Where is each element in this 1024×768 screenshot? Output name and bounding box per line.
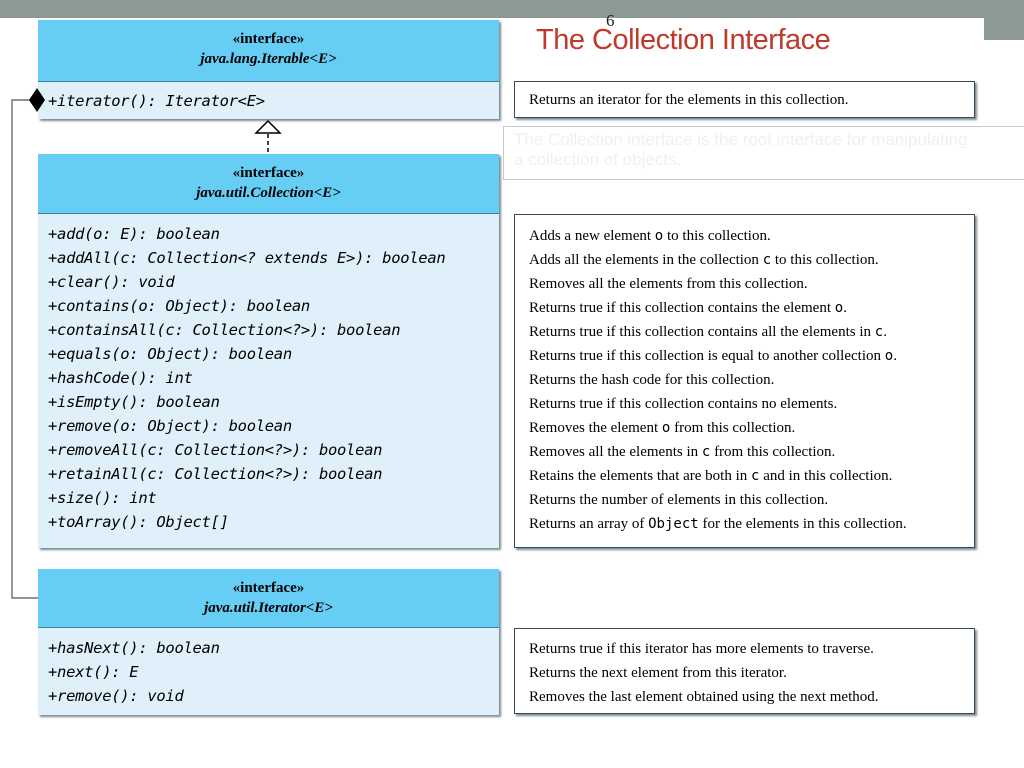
note-text: The Collection interface is the root int… (514, 130, 1024, 170)
description-line: Returns an iterator for the elements in … (529, 92, 849, 108)
hollow-triangle-icon (254, 119, 282, 134)
method-item: +iterator(): Iterator<E> (48, 92, 265, 110)
interface-name: java.lang.Iterable<E> (200, 51, 337, 67)
description-line: Returns true if this iterator has more e… (529, 641, 874, 657)
method-item: +add(o: E): boolean (48, 225, 220, 243)
interface-name: java.util.Iterator<E> (204, 600, 333, 616)
description-line: Returns true if this collection contains… (529, 324, 887, 340)
note-line: a collection of objects. (514, 150, 682, 169)
description-line: Returns true if this collection contains… (529, 300, 847, 316)
description-line: Adds all the elements in the collection … (529, 252, 879, 268)
interface-name: java.util.Collection<E> (196, 185, 341, 201)
top-bar (0, 0, 1024, 18)
description-line: Returns the next element from this itera… (529, 665, 787, 681)
description-line: Returns an array of Object for the eleme… (529, 516, 907, 532)
description-line: Returns true if this collection contains… (529, 396, 838, 412)
top-bar-tab (984, 18, 1024, 40)
method-item: +clear(): void (48, 273, 175, 291)
stereotype-label: «interface» (232, 31, 305, 47)
method-item: +remove(o: Object): boolean (48, 417, 292, 435)
iterable-methods: +iterator(): Iterator<E> (38, 82, 499, 113)
method-item: +toArray(): Object[] (48, 513, 229, 531)
iterable-interface-box: «interface» java.lang.Iterable<E> +itera… (38, 20, 499, 119)
description-line: Returns the number of elements in this c… (529, 492, 829, 508)
iterable-description-box: Returns an iterator for the elements in … (514, 81, 975, 118)
note-line: The Collection interface is the root int… (514, 130, 968, 149)
description-line: Removes the last element obtained using … (529, 689, 879, 705)
iterable-header: «interface» java.lang.Iterable<E> (38, 20, 499, 82)
method-item: +isEmpty(): boolean (48, 393, 220, 411)
composition-line (11, 99, 38, 599)
stereotype-label: «interface» (232, 580, 305, 596)
method-item: +retainAll(c: Collection<?>): boolean (48, 465, 383, 483)
description-line: Removes the element o from this collecti… (529, 420, 796, 436)
description-line: Retains the elements that are both in c … (529, 468, 893, 484)
method-item: +equals(o: Object): boolean (48, 345, 292, 363)
iterator-interface-box: «interface» java.util.Iterator<E> +hasNe… (38, 569, 499, 715)
method-item: +remove(): void (48, 687, 184, 705)
note-box: The Collection interface is the root int… (503, 126, 1024, 180)
method-item: +removeAll(c: Collection<?>): boolean (48, 441, 383, 459)
slide-title: The Collection Interface (536, 24, 831, 56)
method-item: +addAll(c: Collection<? extends E>): boo… (48, 249, 446, 267)
method-item: +hasNext(): boolean (48, 639, 220, 657)
collection-description-box: Adds a new element o to this collection.… (514, 214, 975, 548)
collection-header: «interface» java.util.Collection<E> (38, 154, 499, 214)
description-line: Removes all the elements in c from this … (529, 444, 836, 460)
iterator-description-box: Returns true if this iterator has more e… (514, 628, 975, 714)
page-number: 6 (606, 11, 615, 30)
method-item: +contains(o: Object): boolean (48, 297, 310, 315)
method-item: +containsAll(c: Collection<?>): boolean (48, 321, 401, 339)
iterator-methods: +hasNext(): boolean +next(): E +remove()… (38, 628, 499, 708)
stereotype-label: «interface» (232, 165, 305, 181)
method-item: +next(): E (48, 663, 139, 681)
collection-methods: +add(o: E): boolean +addAll(c: Collectio… (38, 214, 499, 534)
description-line: Adds a new element o to this collection. (529, 228, 771, 244)
description-line: Returns true if this collection is equal… (529, 348, 897, 364)
iterator-header: «interface» java.util.Iterator<E> (38, 569, 499, 628)
description-line: Returns the hash code for this collectio… (529, 372, 775, 388)
collection-interface-box: «interface» java.util.Collection<E> +add… (38, 154, 499, 548)
description-line: Removes all the elements from this colle… (529, 276, 808, 292)
method-item: +size(): int (48, 489, 157, 507)
method-item: +hashCode(): int (48, 369, 193, 387)
